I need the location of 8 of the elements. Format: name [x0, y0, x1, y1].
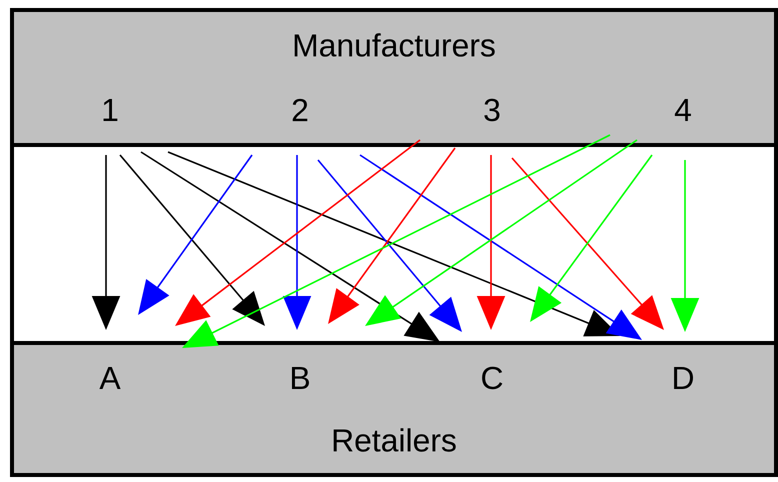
node-label: B — [292, 367, 309, 389]
node-label: D — [674, 367, 693, 389]
node-label: 2 — [292, 98, 308, 122]
node-label: A — [99, 367, 121, 389]
node-label: 4 — [674, 99, 691, 121]
node-label: 1 — [104, 99, 118, 121]
node-label: C — [482, 366, 502, 390]
node-label: 3 — [484, 98, 500, 122]
